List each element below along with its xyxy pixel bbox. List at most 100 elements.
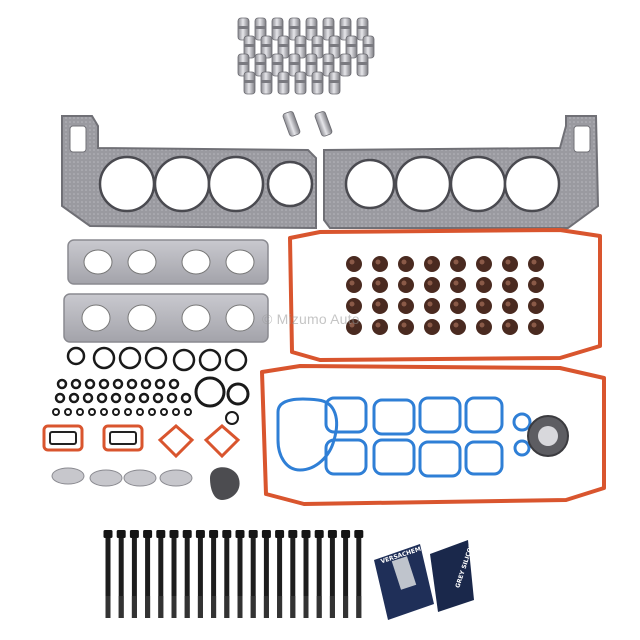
lifter [288,17,301,41]
lifter [294,35,307,59]
head-bolt [235,530,245,618]
o-ring [140,378,152,390]
valve-stem-seal [346,319,362,335]
lifter [339,53,352,77]
o-ring [154,378,166,390]
lifter [277,71,290,95]
o-ring [225,411,239,425]
valve-stem-seal [476,277,492,293]
head-bolt [341,530,351,618]
valve-stem-seal [398,277,414,293]
head-bolt [116,530,126,618]
lifter [322,17,335,41]
head-bolt [275,530,285,618]
o-ring [56,378,68,390]
head-bolt [248,530,258,618]
valve-cover-gasket-upper [288,228,602,362]
lifter [356,17,369,41]
o-ring [168,378,180,390]
valve-stem-seal [528,277,544,293]
valve-stem-seal [450,298,466,314]
o-ring [84,378,96,390]
valve-stem-seal [450,256,466,272]
head-bolt [314,530,324,618]
o-ring [148,408,156,416]
valve-stem-seal [346,298,362,314]
valve-stem-seal [372,277,388,293]
head-bolt [156,530,166,618]
lifter [294,71,307,95]
throttle-gasket [527,415,569,457]
o-ring [64,408,72,416]
valve-stem-seals [346,256,544,335]
lifter [356,53,369,77]
valve-stem-seal [476,256,492,272]
lifter [260,35,273,59]
lifter [271,17,284,41]
lifter [282,111,301,137]
valve-cover-gasket-lower [260,364,606,506]
o-ring [124,392,136,404]
valve-stem-seal [502,256,518,272]
head-bolt [143,530,153,618]
lifter [328,35,341,59]
o-ring [224,348,248,372]
valve-stem-seal [424,319,440,335]
head-bolt [354,530,364,618]
head-bolt [209,530,219,618]
watermark-text: © Mizumo Auto [262,311,360,327]
o-ring [112,408,120,416]
o-ring [54,392,66,404]
o-ring [166,392,178,404]
o-ring [126,378,138,390]
lifter [288,53,301,77]
lifter [305,53,318,77]
lifter [237,53,250,77]
valve-stem-seal [372,256,388,272]
valve-stem-seal [372,298,388,314]
o-ring [138,392,150,404]
valve-stem-seal [502,277,518,293]
valve-stem-seal [502,298,518,314]
valve-stem-seal [528,319,544,335]
valve-stem-seal [424,298,440,314]
valve-stem-seal [528,298,544,314]
o-ring [198,348,222,372]
valve-stem-seal [424,277,440,293]
valve-stem-seal [398,256,414,272]
lifter [314,111,333,137]
head-bolt [327,530,337,618]
o-ring [118,346,142,370]
o-ring [70,378,82,390]
valve-stem-seal [398,298,414,314]
head-bolt [301,530,311,618]
valve-stem-seal [346,256,362,272]
head-bolt [222,530,232,618]
o-ring [96,392,108,404]
exhaust-gasket-bottom [63,293,269,343]
o-ring [152,392,164,404]
lifter [322,53,335,77]
lifter [345,35,358,59]
valve-stem-seal [346,277,362,293]
o-ring [144,346,168,370]
sealant-tube [374,540,474,620]
o-ring [184,408,192,416]
o-ring [172,408,180,416]
o-ring [82,392,94,404]
head-bolt [169,530,179,618]
valve-stem-seal [372,319,388,335]
head-gasket-right [323,115,600,229]
head-bolt [103,530,113,618]
lifter [243,35,256,59]
valve-stem-seal [450,319,466,335]
lifter [260,71,273,95]
o-ring [76,408,84,416]
lifter [339,17,352,41]
lifters-cluster [237,17,375,137]
o-ring [172,348,196,372]
valve-stem-seal [528,256,544,272]
lifter [271,53,284,77]
head-bolt [129,530,139,618]
